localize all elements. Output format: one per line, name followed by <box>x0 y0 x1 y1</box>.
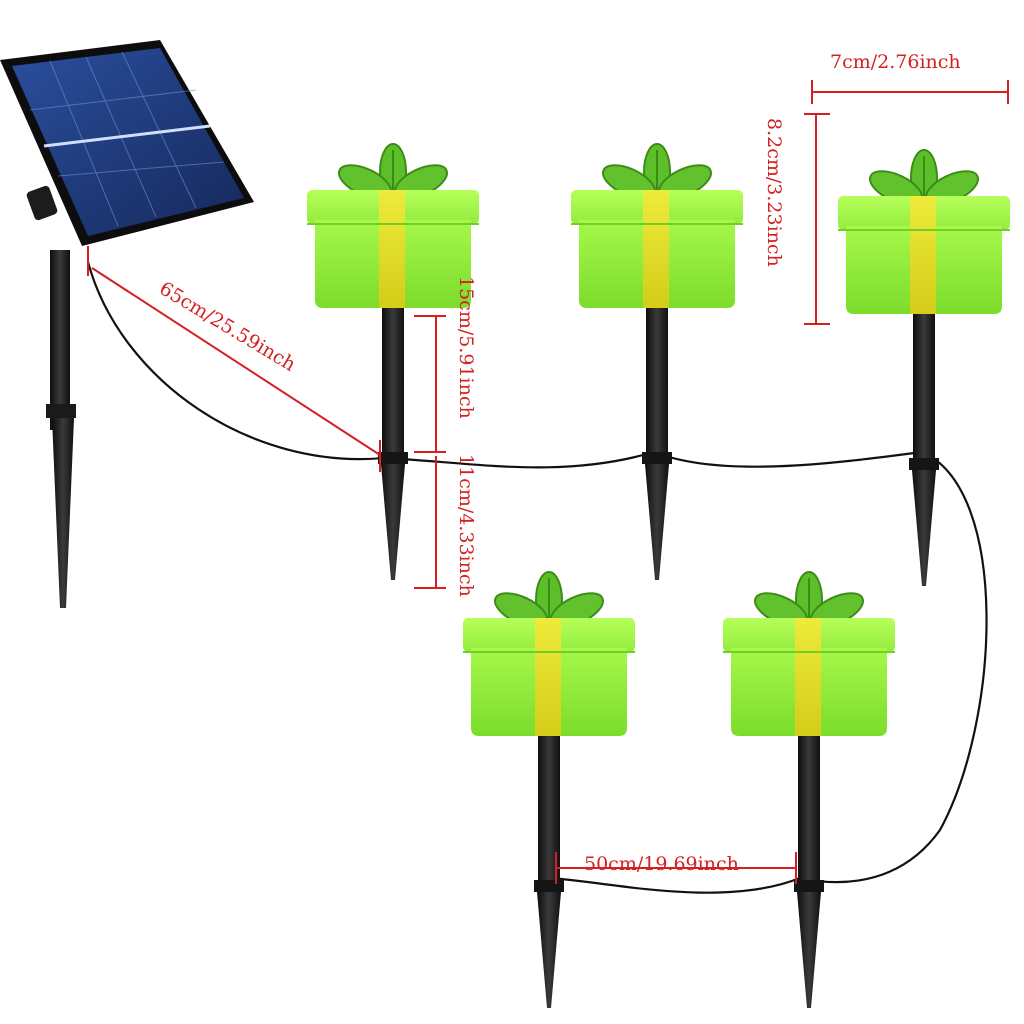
gift-light-4 <box>462 571 636 1009</box>
gift-light-2 <box>570 143 744 581</box>
cable-length-label: 65cm/25.59inch <box>155 277 299 376</box>
stake-lower-label: 11cm/4.33inch <box>455 454 477 597</box>
gift-light-1 <box>306 143 480 581</box>
dimension-lines <box>87 80 1009 884</box>
stake-upper-label: 15cm/5.91inch <box>455 276 477 419</box>
gift-light-3 <box>837 149 1011 587</box>
solar-panel <box>0 40 254 608</box>
box-height-label: 8.2cm/3.23inch <box>763 118 785 267</box>
cable <box>86 261 988 894</box>
gift-light-5 <box>722 571 896 1009</box>
spacing-label: 50cm/19.69inch <box>584 853 739 875</box>
box-width-label: 7cm/2.76inch <box>830 51 961 73</box>
